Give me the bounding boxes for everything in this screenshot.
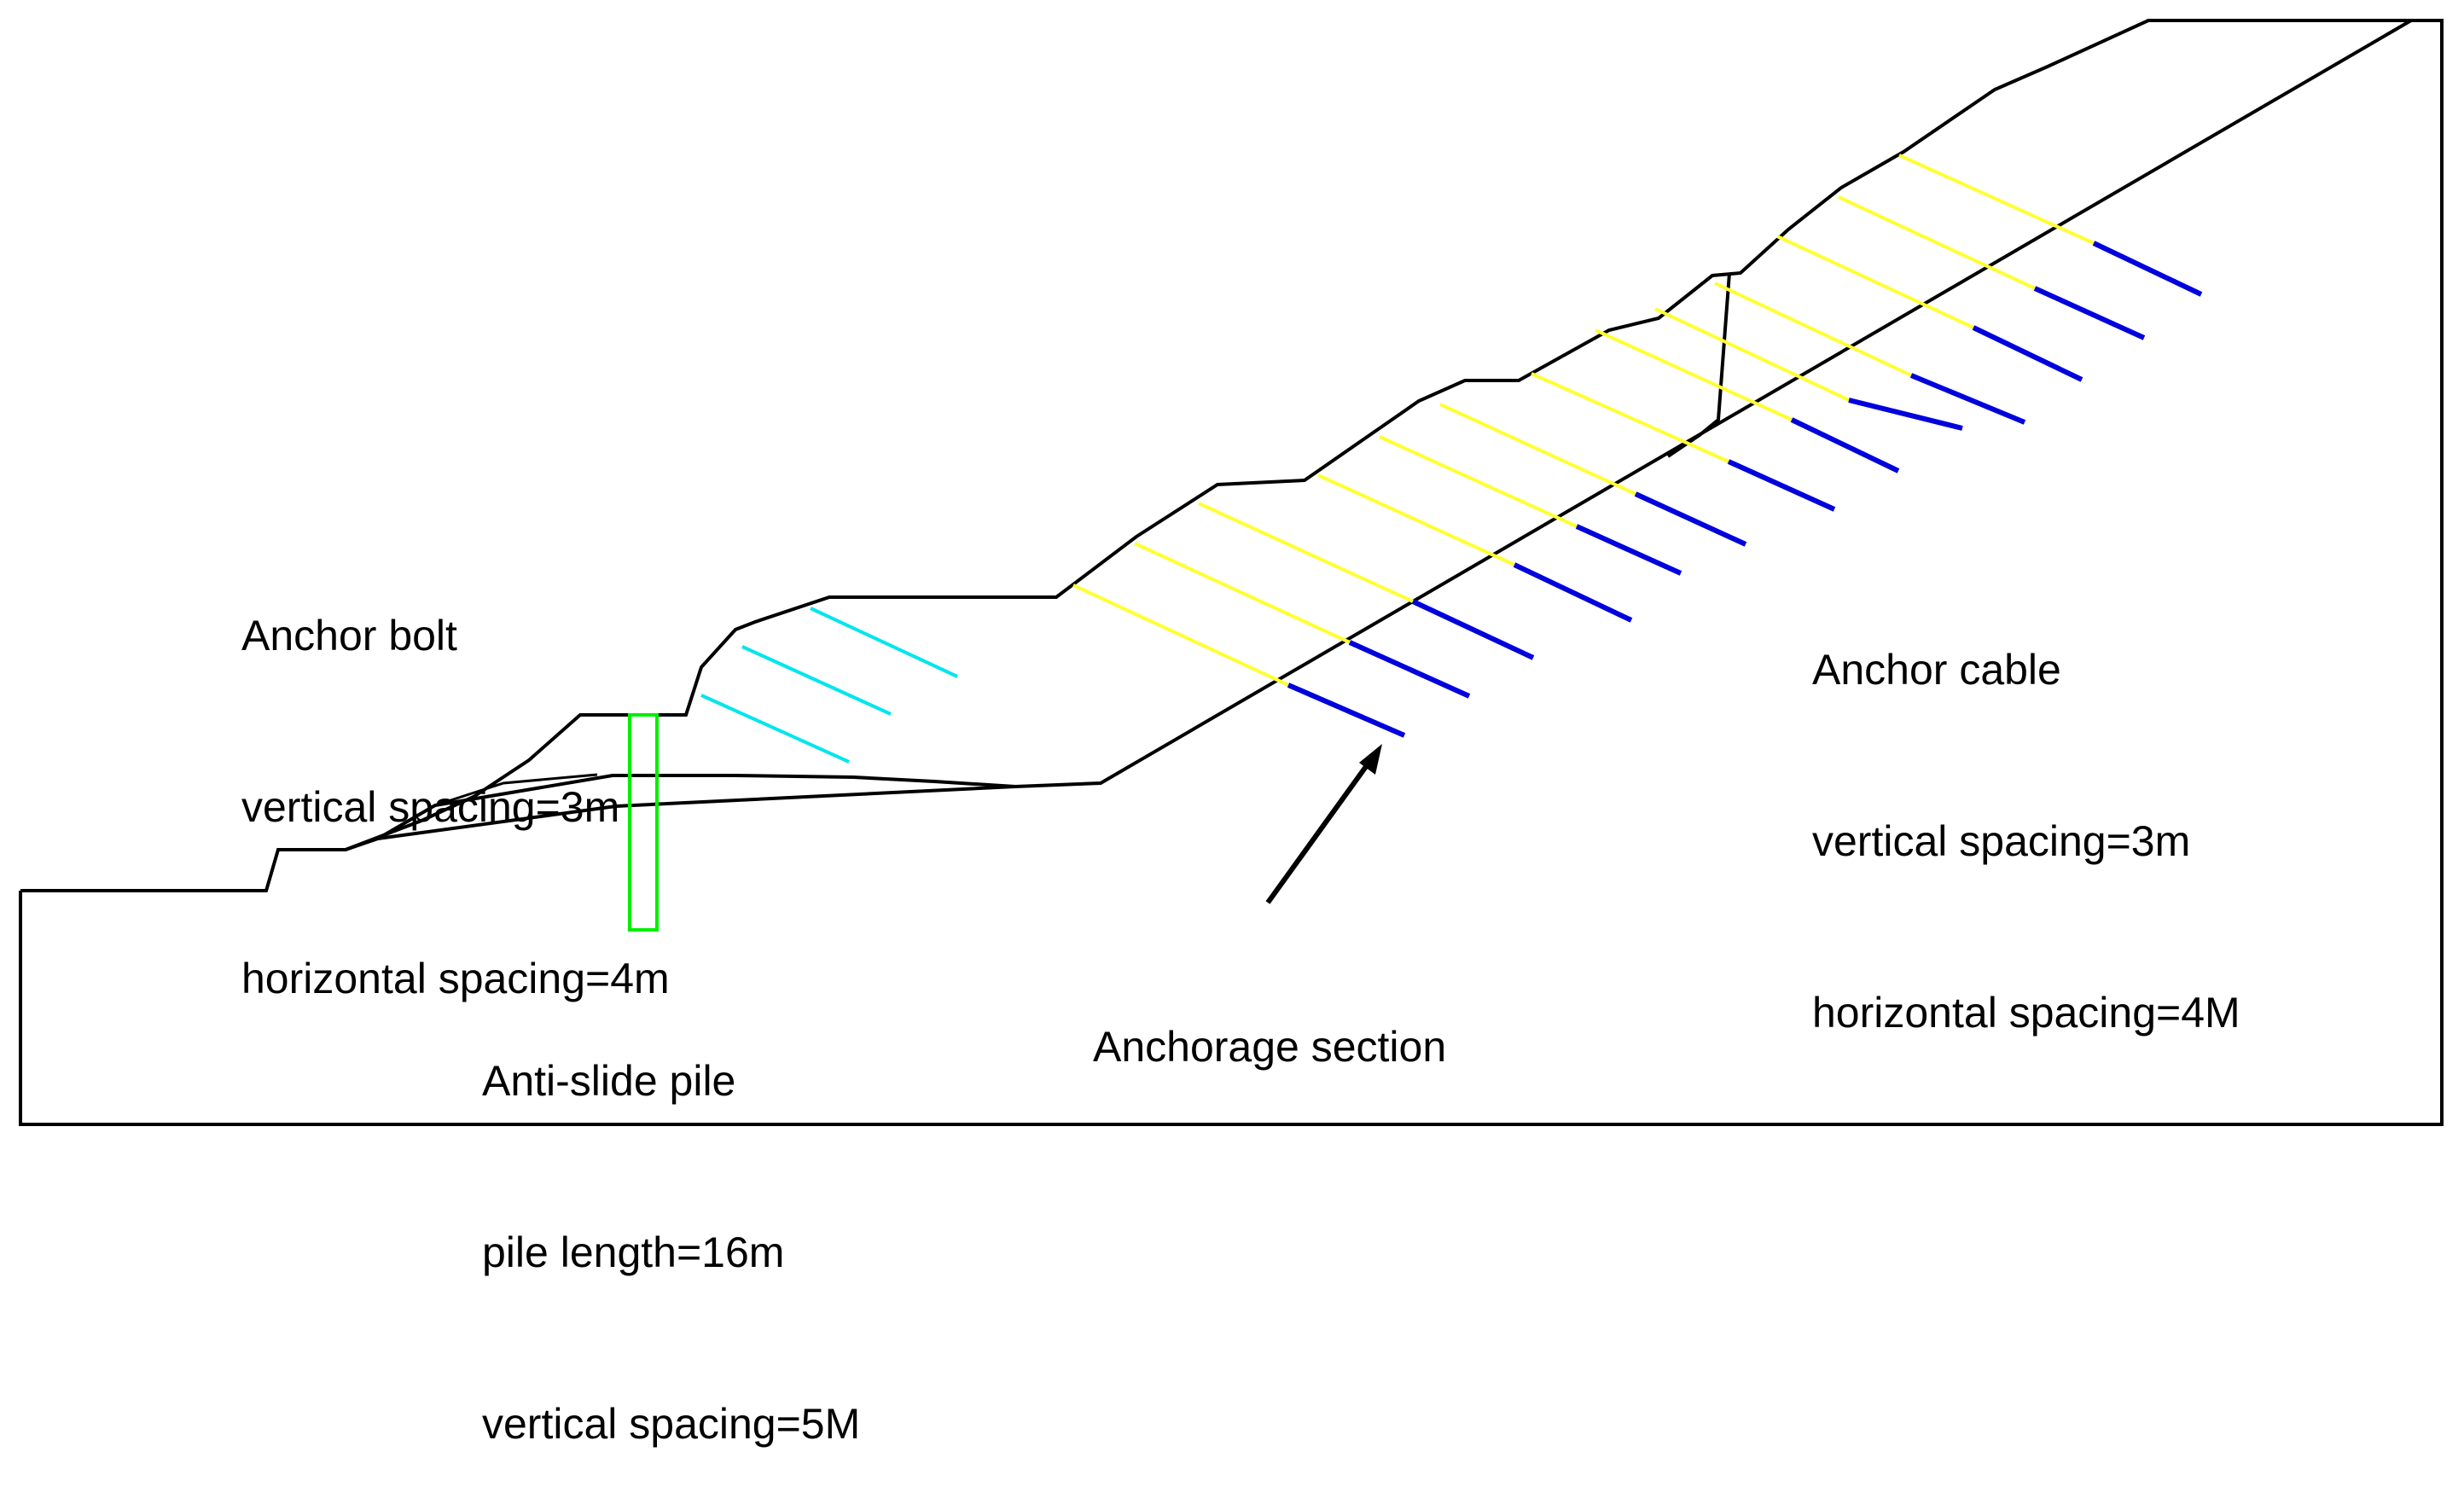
- anchor-cable-horizontal-spacing: horizontal spacing=4M: [1812, 989, 2240, 1037]
- anchor-cable-free-section: [1198, 502, 1414, 603]
- anchorage-pointer-arrow: [1265, 744, 1382, 904]
- anchor-cable-free-section: [1838, 195, 2036, 290]
- anchor-cable-free-section: [1072, 584, 1289, 687]
- anchor-cable-anchorage-section: [1790, 417, 1900, 473]
- anchor-cable-free-section: [1714, 282, 1912, 377]
- anchor-cable-free-section: [1379, 435, 1578, 528]
- section-outline: [19, 19, 2444, 1126]
- anchor-cable-anchorage-section: [2033, 286, 2146, 340]
- anchor-cable-free-section: [1776, 235, 1974, 329]
- anchor-cable-anchorage-section: [1727, 459, 1836, 512]
- anchor-cable-anchorage-section: [1287, 682, 1406, 738]
- anchor-cable-anchorage-section: [1513, 562, 1633, 623]
- anchor-cable-anchorage-section: [1972, 325, 2083, 382]
- anchor-bolt-label: Anchor bolt vertical spacing=3m horizont…: [241, 493, 670, 1065]
- anchor-cables: [1072, 154, 2203, 738]
- anchor-bolts: [700, 607, 958, 764]
- anchor-cable-free-section: [1898, 154, 2095, 245]
- anti-slide-pile-vertical-spacing: vertical spacing=5M: [482, 1400, 861, 1448]
- ground-surface: [20, 19, 2411, 892]
- anchorage-section-text: Anchorage section: [1093, 1023, 1447, 1071]
- anchor-bolt-vertical-spacing: vertical spacing=3m: [241, 783, 620, 831]
- anchor-cable-free-section: [1531, 372, 1729, 463]
- anchor-bolt-horizontal-spacing: horizontal spacing=4m: [241, 955, 670, 1002]
- anchor-bolt: [810, 607, 958, 678]
- anti-slide-pile-label: Anti-slide pile pile length=16m vertical…: [482, 938, 860, 1510]
- anchor-cable-anchorage-section: [1909, 373, 2026, 425]
- toe-lens-inner: [434, 773, 598, 807]
- sliding-surface: [345, 19, 2413, 851]
- anchor-bolt: [700, 694, 850, 764]
- anchor-cable-anchorage-section: [1411, 599, 1535, 660]
- anchor-cable-free-section: [1595, 328, 1793, 421]
- anchor-cable-label: Anchor cable vertical spacing=3m horizon…: [1812, 527, 2240, 1099]
- anchor-cable-anchorage-section: [1634, 491, 1747, 547]
- anti-slide-pile-title: Anti-slide pile: [482, 1057, 736, 1105]
- anti-slide-pile: [628, 713, 659, 932]
- anchor-cable-anchorage-section: [1848, 398, 1963, 431]
- anchor-cable-free-section: [1654, 307, 1850, 402]
- anchor-cable-anchorage-section: [1348, 640, 1471, 699]
- anti-slide-pile-length: pile length=16m: [482, 1228, 785, 1276]
- anchor-bolt-title: Anchor bolt: [241, 612, 457, 659]
- slope-reinforcement-diagram: [19, 19, 2444, 1126]
- anchor-cable-free-section: [1439, 403, 1636, 496]
- secondary-slip-line: [1666, 272, 1731, 458]
- anchor-cable-anchorage-section: [1575, 524, 1682, 576]
- anchor-cable-free-section: [1317, 473, 1515, 566]
- anchor-cable-vertical-spacing: vertical spacing=3m: [1812, 817, 2191, 865]
- anchor-bolt: [741, 645, 892, 716]
- anchorage-section-label: Anchorage section: [1093, 904, 1446, 1133]
- anchor-cable-anchorage-section: [2092, 241, 2203, 297]
- anchor-cable-title: Anchor cable: [1812, 646, 2061, 694]
- anchor-cable-free-section: [1134, 542, 1351, 644]
